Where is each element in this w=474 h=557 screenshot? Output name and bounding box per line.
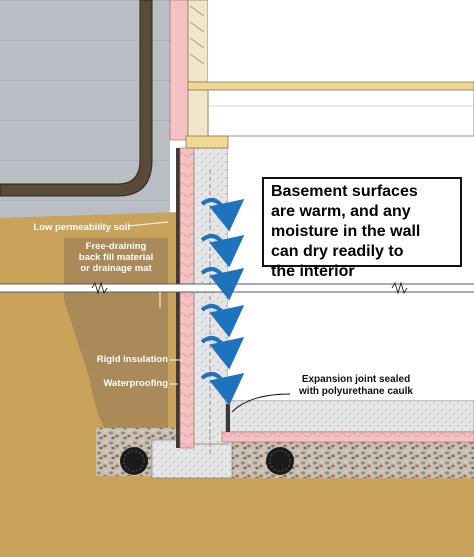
concrete-slab (225, 399, 474, 433)
floor-deck (187, 81, 474, 91)
interior-drain-perforation (269, 450, 291, 472)
rim-joist (187, 89, 209, 139)
callout-box: Basement surfaces are warm, and any mois… (262, 177, 462, 280)
waterproofing-layer (176, 148, 180, 448)
sub-slab-insulation (221, 431, 474, 443)
low-permeability-soil-label: Low permeability soil (33, 222, 130, 233)
moisture-arrow (200, 198, 245, 232)
downspout (0, 0, 153, 197)
upper-wall-interior (208, 0, 474, 82)
leader-expansion-joint (231, 393, 291, 413)
upper-wall-stud (187, 0, 209, 83)
exterior-drain-perforation (123, 450, 145, 472)
stud-hatching (189, 5, 205, 65)
foundation-wall (193, 147, 229, 445)
expansion-joint-label-line2: with polyurethane caulk (299, 386, 413, 397)
callout-line-3: moisture in the wall (271, 223, 421, 240)
moisture-arrow (200, 304, 245, 338)
callout-line-4: can dry readily to (271, 243, 404, 260)
exterior-drain-pipe (120, 447, 148, 475)
free-draining-label-line1: Free-draining (85, 241, 147, 252)
callout-line-5: the interior (271, 263, 355, 280)
leader-soil (127, 221, 169, 227)
callout-line-1: Basement surfaces (271, 183, 418, 200)
upper-wall-sheathing (169, 0, 189, 141)
rigid-insulation (179, 147, 195, 449)
callout-line-2: are warm, and any (271, 203, 411, 220)
free-draining-label-line2: back fill material (78, 252, 154, 263)
moisture-arrow (200, 267, 245, 301)
break-symbol-right (391, 281, 408, 295)
sill-plate (185, 135, 229, 149)
break-symbol-left (91, 281, 108, 295)
expansion-joint-label-line1: Expansion joint sealed (301, 374, 411, 385)
waterproofing-label: Waterproofing (103, 378, 168, 389)
interior-drain-pipe (266, 447, 294, 475)
rigid-insulation-label: Rigid insulation (96, 354, 168, 365)
floor-joist (207, 89, 474, 137)
moisture-arrow (200, 372, 245, 406)
moisture-arrow (200, 234, 245, 268)
slab-gravel (222, 442, 474, 478)
free-draining-label-line3: or drainage mat (80, 263, 152, 274)
expansion-joint (226, 404, 230, 432)
moisture-arrow (200, 336, 245, 370)
